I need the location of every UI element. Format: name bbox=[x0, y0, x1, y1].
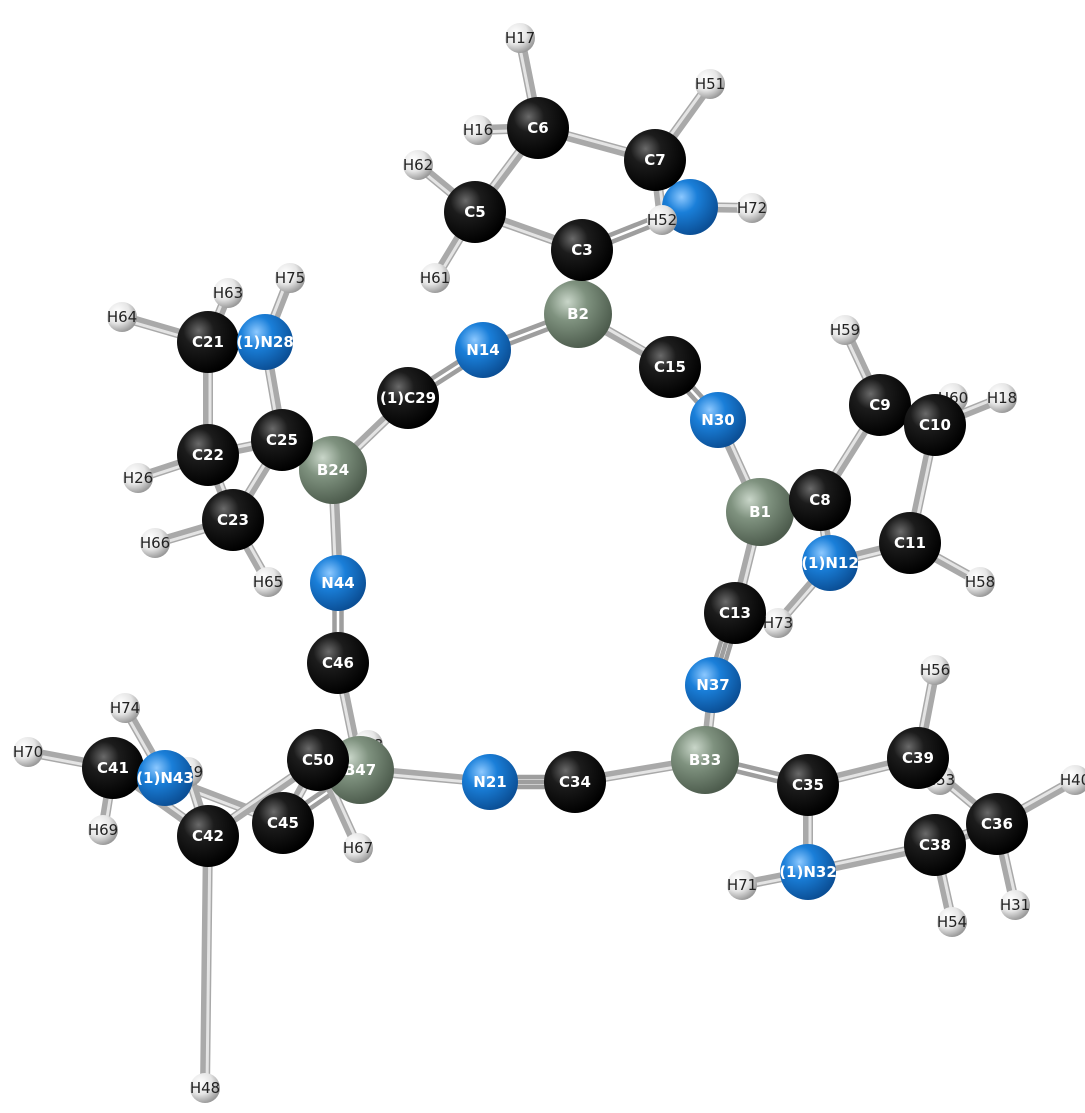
atom-C15[interactable]: C15 bbox=[639, 336, 701, 398]
atom-H58[interactable]: H58 bbox=[965, 567, 995, 597]
atom-N21[interactable]: N21 bbox=[462, 754, 518, 810]
atom-H74[interactable]: H74 bbox=[110, 693, 140, 723]
atom-H64[interactable]: H64 bbox=[107, 302, 137, 332]
atom-B2[interactable]: B2 bbox=[544, 280, 612, 348]
atom-H26[interactable]: H26 bbox=[123, 463, 153, 493]
atom-C13[interactable]: C13 bbox=[704, 582, 766, 644]
atom-H52[interactable]: H52 bbox=[647, 205, 677, 235]
atom-N30[interactable]: N30 bbox=[690, 392, 746, 448]
atom-H48[interactable]: H48 bbox=[190, 1073, 220, 1103]
atom-C6[interactable]: C6 bbox=[507, 97, 569, 159]
atom-C46[interactable]: C46 bbox=[307, 632, 369, 694]
atom-H70[interactable]: H70 bbox=[13, 737, 43, 767]
atom-H16[interactable]: H16 bbox=[463, 115, 493, 145]
atom-H69[interactable]: H69 bbox=[88, 815, 118, 845]
atom-H66[interactable]: H66 bbox=[140, 528, 170, 558]
atom-N32[interactable]: (1)N32 bbox=[779, 844, 837, 900]
atom-H17[interactable]: H17 bbox=[505, 23, 535, 53]
atom-H61[interactable]: H61 bbox=[420, 263, 450, 293]
atom-C3[interactable]: C3 bbox=[551, 219, 613, 281]
atom-H51[interactable]: H51 bbox=[695, 69, 725, 99]
atom-N28[interactable]: (1)N28 bbox=[236, 314, 294, 370]
atom-C11[interactable]: C11 bbox=[879, 512, 941, 574]
atom-C25[interactable]: C25 bbox=[251, 409, 313, 471]
atom-C8[interactable]: C8 bbox=[789, 469, 851, 531]
atom-C21[interactable]: C21 bbox=[177, 311, 239, 373]
atom-C9[interactable]: C9 bbox=[849, 374, 911, 436]
atom-H75[interactable]: H75 bbox=[275, 263, 305, 293]
atom-C5[interactable]: C5 bbox=[444, 181, 506, 243]
atom-B1[interactable]: B1 bbox=[726, 478, 794, 546]
atom-C35[interactable]: C35 bbox=[777, 754, 839, 816]
atom-B33[interactable]: B33 bbox=[671, 726, 739, 794]
atom-C45[interactable]: C45 bbox=[252, 792, 314, 854]
atom-C22[interactable]: C22 bbox=[177, 424, 239, 486]
atom-C10[interactable]: C10 bbox=[904, 394, 966, 456]
atom-C29[interactable]: (1)C29 bbox=[377, 367, 439, 429]
atom-H54[interactable]: H54 bbox=[937, 907, 967, 937]
atom-H18[interactable]: H18 bbox=[987, 383, 1017, 413]
atom-H67[interactable]: H67 bbox=[343, 833, 373, 863]
atom-C7[interactable]: C7 bbox=[624, 129, 686, 191]
atom-N37[interactable]: N37 bbox=[685, 657, 741, 713]
atom-N14[interactable]: N14 bbox=[455, 322, 511, 378]
atom-H71[interactable]: H71 bbox=[727, 870, 757, 900]
atom-C42[interactable]: C42 bbox=[177, 805, 239, 867]
atom-H73[interactable]: H73 bbox=[763, 608, 793, 638]
atom-N44[interactable]: N44 bbox=[310, 555, 366, 611]
atom-H31[interactable]: H31 bbox=[1000, 890, 1030, 920]
atom-H59[interactable]: H59 bbox=[830, 315, 860, 345]
atom-C38[interactable]: C38 bbox=[904, 814, 966, 876]
atom-H62[interactable]: H62 bbox=[403, 150, 433, 180]
atom-C34[interactable]: C34 bbox=[544, 751, 606, 813]
atom-C36[interactable]: C36 bbox=[966, 793, 1028, 855]
atom-H72[interactable]: H72 bbox=[737, 193, 767, 223]
atom-H56[interactable]: H56 bbox=[920, 655, 950, 685]
atom-C41[interactable]: C41 bbox=[82, 737, 144, 799]
atom-layer: H16H17H18H26H31H40H48H49H51H53H54H56H58H… bbox=[13, 23, 1085, 1103]
atom-C50[interactable]: C50 bbox=[287, 729, 349, 791]
bond-C42-H48 bbox=[200, 831, 213, 1093]
atom-C23[interactable]: C23 bbox=[202, 489, 264, 551]
atom-H63[interactable]: H63 bbox=[213, 278, 243, 308]
atom-H65[interactable]: H65 bbox=[253, 567, 283, 597]
atom-C39[interactable]: C39 bbox=[887, 727, 949, 789]
